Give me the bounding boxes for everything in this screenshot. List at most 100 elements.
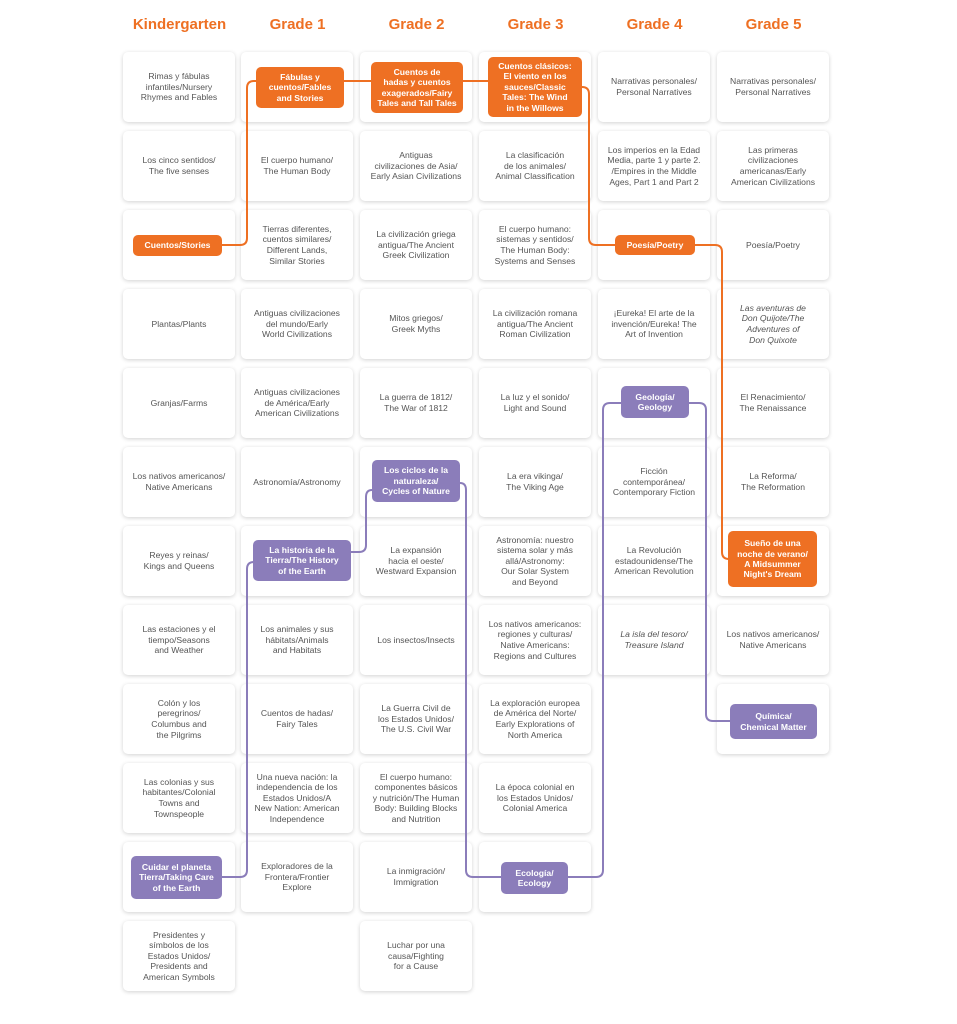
topic-card: La clasificación de los animales/ Animal… [479, 131, 591, 201]
topic-card: Rimas y fábulas infantiles/Nursery Rhyme… [123, 52, 235, 122]
topic-label: Los animales y sus hábitats/Animals and … [260, 624, 334, 656]
topic-card: La civilización griega antigua/The Ancie… [360, 210, 472, 280]
purple-highlight-topic: Geología/ Geology [621, 386, 689, 418]
topic-card: Colón y los peregrinos/ Columbus and the… [123, 684, 235, 754]
topic-card: Antiguas civilizaciones de Asia/ Early A… [360, 131, 472, 201]
topic-card: Exploradores de la Frontera/Frontier Exp… [241, 842, 353, 912]
topic-card: Narrativas personales/ Personal Narrativ… [717, 52, 829, 122]
topic-card: Tierras diferentes, cuentos similares/ D… [241, 210, 353, 280]
column-header: Grade 1 [269, 16, 326, 33]
topic-label: Poesía/Poetry [746, 239, 800, 250]
topic-card: Los cinco sentidos/ The five senses [123, 131, 235, 201]
topic-card: Antiguas civilizaciones del mundo/Early … [241, 289, 353, 359]
topic-label: Antiguas civilizaciones de Asia/ Early A… [370, 150, 462, 182]
topic-label: La exploración europea de América del No… [490, 697, 580, 740]
topic-label: Reyes y reinas/ Kings and Queens [143, 550, 215, 571]
topic-label: Astronomía/Astronomy [253, 476, 341, 487]
topic-card: Granjas/Farms [123, 368, 235, 438]
orange-highlight-topic: Fábulas y cuentos/Fables and Stories [256, 67, 344, 108]
topic-label: Colón y los peregrinos/ Columbus and the… [151, 697, 207, 740]
topic-card: La Guerra Civil de los Estados Unidos/ T… [360, 684, 472, 754]
topic-card: Astronomía/Astronomy [241, 447, 353, 517]
topic-label: La Guerra Civil de los Estados Unidos/ T… [378, 703, 454, 735]
topic-label: La inmigración/ Immigration [386, 866, 446, 887]
topic-label: Ficción contemporánea/ Contemporary Fict… [612, 466, 696, 498]
topic-card: Las primeras civilizaciones americanas/E… [717, 131, 829, 201]
topic-label: Las aventuras de Don Quijote/The Adventu… [740, 302, 806, 345]
orange-highlight-topic: Cuentos de hadas y cuentos exagerados/Fa… [371, 62, 463, 113]
topic-card: Los imperios en la Edad Media, parte 1 y… [598, 131, 710, 201]
topic-label: ¡Eureka! El arte de la invención/Eureka!… [611, 308, 697, 340]
orange-highlight-topic: Poesía/Poetry [615, 235, 695, 255]
topic-card: La época colonial en los Estados Unidos/… [479, 763, 591, 833]
topic-label: Antiguas civilizaciones del mundo/Early … [254, 308, 340, 340]
topic-card: Las estaciones y el tiempo/Seasons and W… [123, 605, 235, 675]
topic-card: La isla del tesoro/ Treasure Island [598, 605, 710, 675]
topic-label: La isla del tesoro/ Treasure Island [620, 629, 688, 650]
topic-label: La civilización griega antigua/The Ancie… [376, 229, 456, 261]
topic-label: La Reforma/ The Reformation [740, 471, 805, 492]
topic-label: Los nativos americanos/ Native Americans [132, 471, 226, 492]
topic-card: La exploración europea de América del No… [479, 684, 591, 754]
topic-label: Astronomía: nuestro sistema solar y más … [496, 534, 574, 587]
topic-card: Plantas/Plants [123, 289, 235, 359]
topic-label: Presidentes y símbolos de los Estados Un… [143, 929, 215, 982]
topic-card: Ficción contemporánea/ Contemporary Fict… [598, 447, 710, 517]
topic-card: La expansión hacia el oeste/ Westward Ex… [360, 526, 472, 596]
topic-label: Tierras diferentes, cuentos similares/ D… [262, 223, 332, 266]
purple-highlight-topic: Cuidar el planeta Tierra/Taking Care of … [131, 856, 222, 899]
topic-label: Rimas y fábulas infantiles/Nursery Rhyme… [140, 71, 218, 103]
topic-card: Los nativos americanos/ Native Americans [717, 605, 829, 675]
column-header: Grade 2 [388, 16, 445, 33]
topic-card: Astronomía: nuestro sistema solar y más … [479, 526, 591, 596]
orange-highlight-topic: Sueño de una noche de verano/ A Midsumme… [728, 531, 817, 587]
topic-label: Luchar por una causa/Fighting for a Caus… [387, 940, 445, 972]
topic-label: La clasificación de los animales/ Animal… [495, 150, 575, 182]
topic-card: Una nueva nación: la independencia de lo… [241, 763, 353, 833]
topic-label: Una nueva nación: la independencia de lo… [254, 771, 340, 824]
orange-highlight-topic: Cuentos/Stories [133, 235, 222, 256]
topic-label: El Renacimiento/ The Renaissance [739, 392, 807, 413]
topic-card: La Revolución estadounidense/The America… [598, 526, 710, 596]
topic-card: Los animales y sus hábitats/Animals and … [241, 605, 353, 675]
topic-label: Granjas/Farms [150, 397, 208, 408]
purple-highlight-topic: Ecología/ Ecology [501, 862, 568, 894]
topic-label: La civilización romana antigua/The Ancie… [492, 308, 578, 340]
topic-label: Las estaciones y el tiempo/Seasons and W… [142, 624, 216, 656]
topic-card: Antiguas civilizaciones de América/Early… [241, 368, 353, 438]
topic-label: La época colonial en los Estados Unidos/… [495, 782, 575, 814]
topic-card: La luz y el sonido/ Light and Sound [479, 368, 591, 438]
topic-label: La era vikinga/ The Viking Age [506, 471, 564, 492]
topic-label: Exploradores de la Frontera/Frontier Exp… [261, 861, 333, 893]
purple-highlight-topic: Química/ Chemical Matter [730, 704, 817, 739]
topic-card: El cuerpo humano/ The Human Body [241, 131, 353, 201]
topic-label: El cuerpo humano: componentes básicos y … [372, 771, 460, 824]
topic-card: El cuerpo humano: componentes básicos y … [360, 763, 472, 833]
topic-card: Cuentos de hadas/ Fairy Tales [241, 684, 353, 754]
topic-card: Las colonias y sus habitantes/Colonial T… [123, 763, 235, 833]
topic-label: El cuerpo humano: sistemas y sentidos/ T… [494, 223, 576, 266]
topic-label: Narrativas personales/ Personal Narrativ… [730, 76, 816, 97]
topic-label: Antiguas civilizaciones de América/Early… [254, 387, 340, 419]
purple-highlight-topic: Los ciclos de la naturaleza/ Cycles of N… [372, 460, 460, 502]
column-header: Grade 3 [507, 16, 564, 33]
topic-label: Los insectos/Insects [377, 634, 455, 645]
topic-card: La inmigración/ Immigration [360, 842, 472, 912]
topic-label: La guerra de 1812/ The War of 1812 [379, 392, 453, 413]
topic-label: El cuerpo humano/ The Human Body [260, 155, 334, 176]
purple-highlight-topic: La historia de la Tierra/The History of … [253, 540, 351, 581]
column-header: Grade 4 [626, 16, 683, 33]
topic-card: Poesía/Poetry [717, 210, 829, 280]
topic-card: Los insectos/Insects [360, 605, 472, 675]
topic-card: Los nativos americanos: regiones y cultu… [479, 605, 591, 675]
topic-card: La era vikinga/ The Viking Age [479, 447, 591, 517]
topic-label: Los nativos americanos/ Native Americans [726, 629, 820, 650]
topic-label: Los nativos americanos: regiones y cultu… [488, 618, 582, 661]
topic-label: Plantas/Plants [151, 318, 207, 329]
column-header: Grade 5 [745, 16, 802, 33]
topic-card: La Reforma/ The Reformation [717, 447, 829, 517]
topic-label: La Revolución estadounidense/The America… [614, 545, 694, 577]
topic-label: Los imperios en la Edad Media, parte 1 y… [607, 144, 701, 187]
topic-card: Presidentes y símbolos de los Estados Un… [123, 921, 235, 991]
topic-card: Narrativas personales/ Personal Narrativ… [598, 52, 710, 122]
